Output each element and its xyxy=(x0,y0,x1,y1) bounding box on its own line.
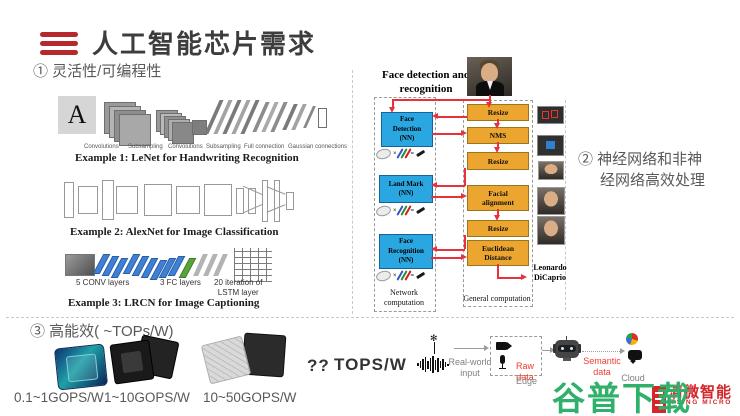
lenet-label-subsampling-1: Subsampling xyxy=(128,144,163,150)
color-wheel-icon xyxy=(626,333,638,345)
pipeline-right-boundary xyxy=(565,100,566,310)
chip2-label: 1~10GOPS/W xyxy=(104,390,190,405)
nn-box-face-recognition: Face Recognition (NN) xyxy=(379,234,433,269)
lrcn-lstm-grid xyxy=(234,248,272,282)
example2-caption: Example 2: AlexNet for Image Classificat… xyxy=(70,226,279,238)
arrow-edge-to-robot xyxy=(550,347,555,353)
tops-unit: TOPS/W xyxy=(334,355,407,374)
gbox-facial-alignment: Facial alignment xyxy=(467,185,529,211)
question-marks: ?? xyxy=(307,356,330,375)
mobile-chip-front-icon xyxy=(109,339,155,385)
menu-icon xyxy=(40,32,78,55)
network-computation-label: Network computation xyxy=(384,288,424,307)
thumb-face-crop-1 xyxy=(538,161,564,180)
general-computation-box xyxy=(463,100,533,307)
section-3-heading: ③ 高能效( ~TOPs/W) xyxy=(30,323,174,340)
arrow-robot-to-cloud xyxy=(620,348,625,354)
nn-weights-icon-2: × = xyxy=(375,203,426,218)
lenet-diagram: A Convolutions Subsampling Convolutions … xyxy=(56,90,347,150)
network-computation-box xyxy=(374,97,436,312)
lenet-label-full-connection: Full connection xyxy=(244,144,285,150)
lenet-label-convolutions-1: Convolutions xyxy=(84,144,119,150)
person-icon: ✻ xyxy=(429,333,439,355)
gbox-resize-3: Resize xyxy=(467,220,529,237)
lrcn-conv-label: 5 CONV layers xyxy=(76,278,130,287)
section-1-heading: ① 灵活性/可编程性 xyxy=(33,63,162,80)
intel-chip-icon xyxy=(53,343,109,391)
example1-caption: Example 1: LeNet for Handwriting Recogni… xyxy=(75,152,299,164)
microphone-icon xyxy=(500,355,505,364)
nn-box-landmark: Land Mark (NN) xyxy=(379,175,433,203)
thumb-detection xyxy=(537,106,564,124)
lrcn-input-photo xyxy=(65,254,95,276)
watermark: 谷普下载 xyxy=(552,380,692,416)
section-2-heading-line1: ② 神经网络和非神 xyxy=(578,151,703,168)
arrow-input-to-edge xyxy=(484,345,489,351)
chip1-label: 0.1~1GOPS/W xyxy=(14,390,104,405)
alexnet-diagram xyxy=(62,178,294,222)
lrcn-diagram: 5 CONV layers 3 FC layers 20 iteration o… xyxy=(62,246,272,297)
celebrity-photo xyxy=(467,57,512,96)
horizontal-divider xyxy=(6,317,734,318)
lrcn-fc-label: 3 FC layers xyxy=(160,278,201,287)
company-name-en: TSING MICRO xyxy=(671,399,732,406)
lenet-label-subsampling-2: Subsampling xyxy=(206,144,241,150)
vertical-divider xyxy=(352,70,353,314)
edge-box: Raw data xyxy=(490,336,542,382)
edge-label: Edge xyxy=(516,376,538,386)
lenet-label-convolutions-2: Convolutions xyxy=(168,144,203,150)
example3-caption: Example 3: LRCN for Image Captioning xyxy=(68,297,260,309)
thumb-face-crop-3 xyxy=(537,216,565,245)
lrcn-lstm-label: 20 iteration of LSTM layer xyxy=(214,278,263,297)
thumb-landmark xyxy=(537,135,564,156)
lenet-input-image: A xyxy=(58,96,96,134)
raw-data-label: Raw data xyxy=(515,361,534,382)
real-world-input-label: Real-world input xyxy=(448,357,492,378)
company-seal-icon xyxy=(652,386,666,413)
thumb-face-crop-2 xyxy=(537,187,565,215)
lenet-input-letter: A xyxy=(67,100,87,129)
general-computation-label: General computation xyxy=(463,294,531,303)
arrow-to-result xyxy=(521,274,527,280)
company-name: 清微智能 xyxy=(668,384,733,401)
section-2-heading-line2: 经网络高效处理 xyxy=(600,172,706,189)
pipeline-title: Face detection and recognition xyxy=(382,69,470,96)
semantic-data-label: Semantic data xyxy=(583,356,621,377)
page-title: 人工智能芯片需求 xyxy=(92,29,317,59)
chip3-label: 10~50GOPS/W xyxy=(203,390,297,405)
camera-icon xyxy=(496,342,507,350)
cloud-label: Cloud xyxy=(621,373,645,383)
robot-icon xyxy=(553,336,581,363)
gbox-euclidean-distance: Euclidean Distance xyxy=(467,240,529,266)
gbox-resize-2: Resize xyxy=(467,152,529,170)
nn-box-face-detection: Face Detection (NN) xyxy=(381,112,433,147)
lenet-label-gaussian: Gaussian connections xyxy=(288,144,348,150)
nn-weights-icon-1: × = xyxy=(375,146,426,161)
waveform-icon xyxy=(417,356,449,373)
result-name: Leonardo DiCaprio xyxy=(533,263,567,283)
speech-bubble-icon xyxy=(628,350,642,360)
nn-weights-icon-3: × = xyxy=(375,268,426,283)
